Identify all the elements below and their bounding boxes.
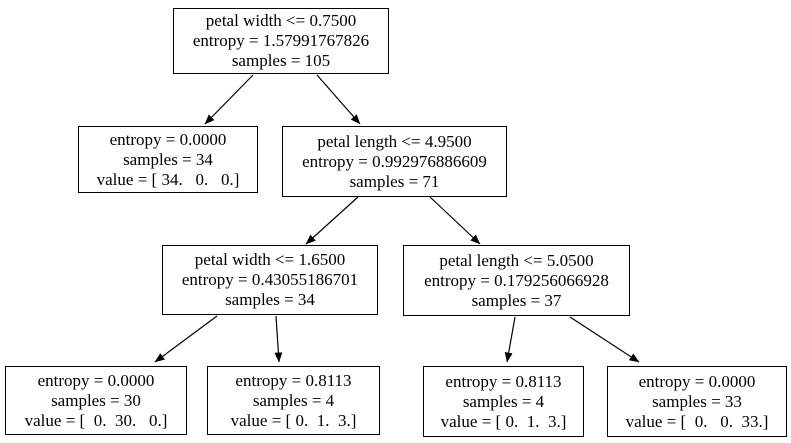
edge-depth1right-to-depth2left-arrow [305, 196, 359, 245]
node-split-condition: petal width <= 0.7500 [205, 11, 357, 30]
edge-depth2left-to-leaf1-arrow [154, 315, 218, 363]
node-samples: samples = 37 [471, 290, 562, 310]
tree-node-leaf-3: entropy = 0.8113 samples = 4 value = [ 0… [423, 366, 584, 437]
edge-depth2right-to-leaf3-arrow [504, 316, 516, 363]
tree-node-root: petal width <= 0.7500 entropy = 1.579917… [173, 8, 389, 74]
node-samples: samples = 33 [652, 391, 742, 411]
node-entropy: entropy = 0.179256066928 [424, 270, 609, 290]
node-split-condition: petal length <= 4.9500 [317, 131, 472, 151]
node-value: value = [ 0. 30. 0.] [24, 410, 168, 430]
node-entropy: entropy = 0.43055186701 [181, 270, 359, 289]
node-entropy: entropy = 0.992976886609 [302, 151, 487, 171]
tree-node-depth1-right: petal length <= 4.9500 entropy = 0.99297… [282, 126, 507, 197]
node-entropy: entropy = 0.8113 [445, 371, 562, 391]
node-value: value = [ 34. 0. 0.] [96, 169, 240, 189]
node-entropy: entropy = 0.0000 [109, 129, 227, 149]
edge-depth1right-to-depth2right-arrow [429, 196, 481, 245]
node-entropy: entropy = 1.57991767826 [192, 31, 370, 50]
edge-root-to-depth1-right-arrow [316, 74, 361, 125]
node-samples: samples = 4 [252, 390, 335, 410]
node-samples: samples = 34 [123, 149, 213, 169]
node-entropy: entropy = 0.8113 [235, 370, 352, 390]
tree-node-depth1-left: entropy = 0.0000 samples = 34 value = [ … [78, 126, 258, 193]
node-split-condition: petal width <= 1.6500 [194, 250, 346, 269]
node-samples: samples = 30 [51, 390, 141, 410]
node-entropy: entropy = 0.0000 [37, 370, 155, 390]
tree-node-leaf-1: entropy = 0.0000 samples = 30 value = [ … [5, 366, 187, 435]
node-value: value = [ 0. 1. 3.] [230, 410, 357, 430]
tree-node-depth2-right: petal length <= 5.0500 entropy = 0.17925… [403, 245, 630, 316]
tree-node-leaf-2: entropy = 0.8113 samples = 4 value = [ 0… [207, 366, 380, 435]
node-value: value = [ 0. 0. 33.] [625, 411, 769, 431]
edge-depth2right-to-leaf4-arrow [569, 316, 640, 363]
tree-node-leaf-4: entropy = 0.0000 samples = 33 value = [ … [607, 366, 787, 437]
edge-root-to-depth1-left-arrow [204, 74, 254, 125]
node-samples: samples = 71 [349, 171, 440, 191]
node-samples: samples = 34 [225, 290, 315, 309]
edge-depth2left-to-leaf2-arrow [274, 315, 283, 363]
node-samples: samples = 4 [462, 391, 545, 411]
node-entropy: entropy = 0.0000 [638, 371, 756, 391]
node-value: value = [ 0. 1. 3.] [440, 411, 567, 431]
node-split-condition: petal length <= 5.0500 [439, 250, 594, 270]
node-samples: samples = 105 [231, 51, 331, 70]
tree-node-depth2-left: petal width <= 1.6500 entropy = 0.430551… [162, 245, 378, 315]
